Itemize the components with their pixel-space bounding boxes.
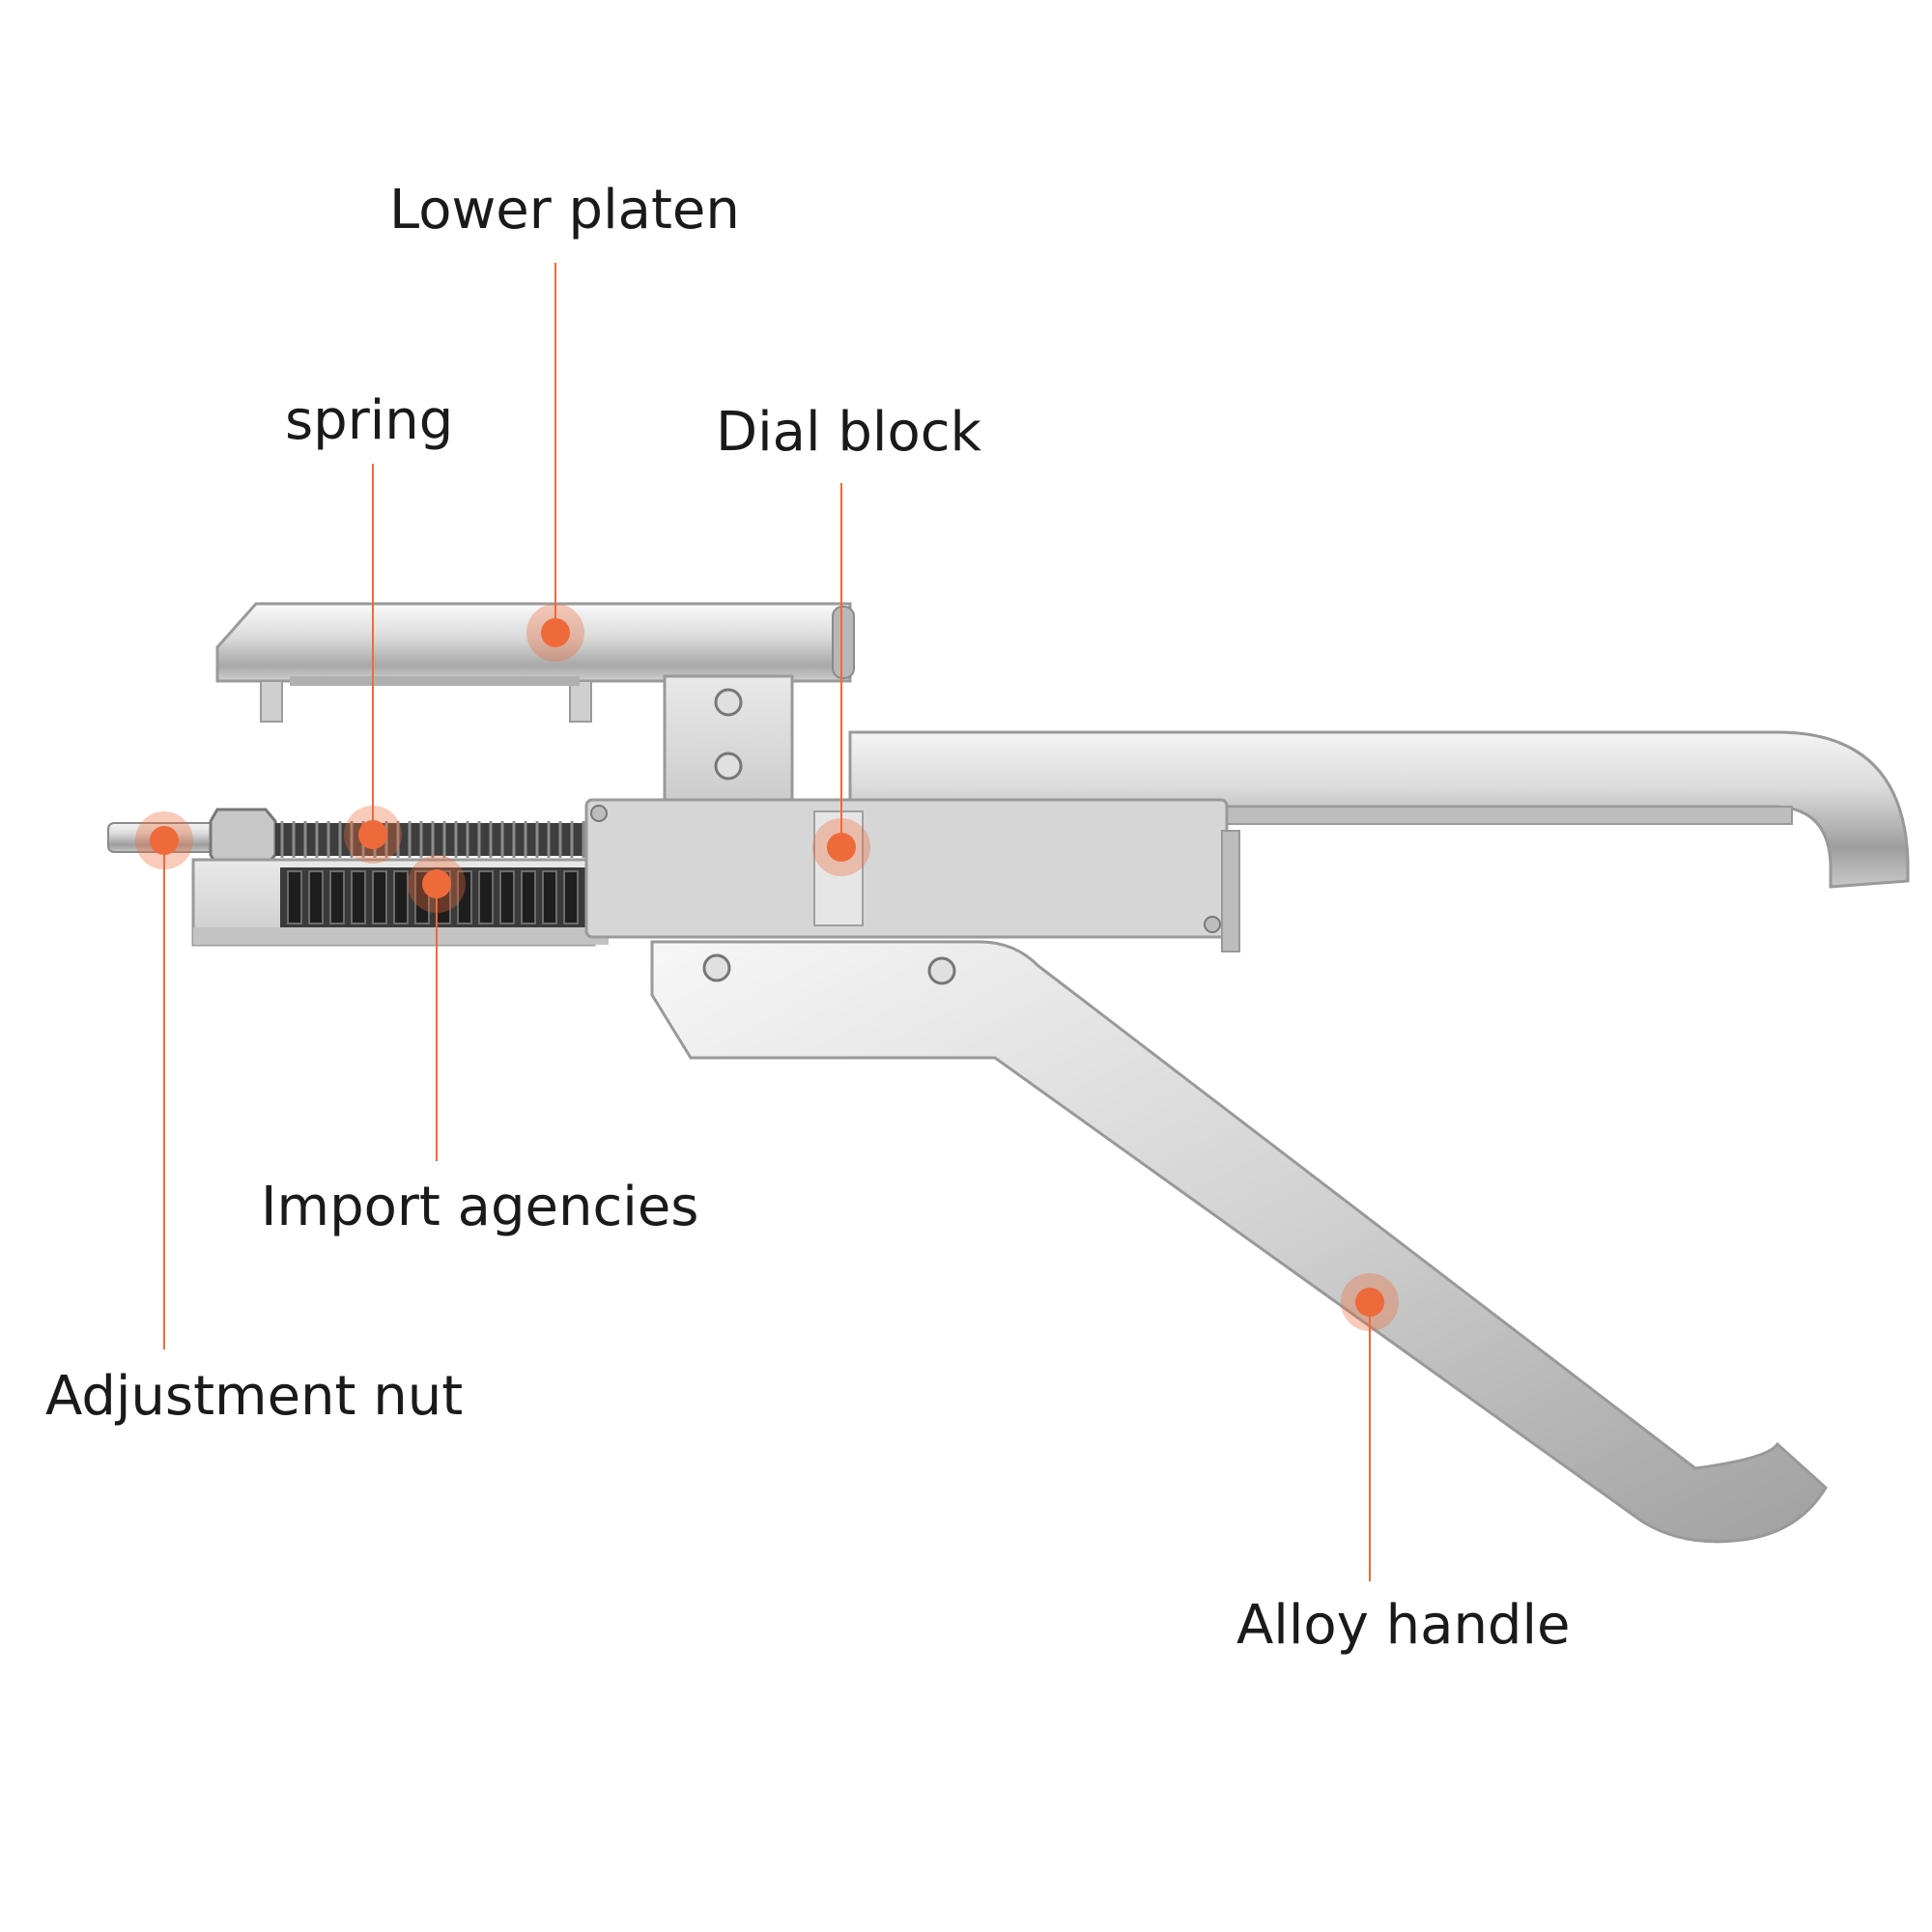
- alloy-handle-part: [650, 940, 1828, 1544]
- callout-markers: [135, 604, 1399, 1331]
- label-spring: spring: [285, 389, 454, 452]
- marker-lower-platen: [526, 604, 584, 662]
- import-agencies-part: [191, 858, 609, 947]
- label-dial-block: Dial block: [716, 401, 981, 464]
- screw-icon: [1204, 916, 1221, 933]
- label-import-agencies: Import agencies: [261, 1176, 699, 1238]
- callout-lines: [163, 263, 1371, 1581]
- marker-alloy-handle: [1341, 1273, 1399, 1331]
- screw-icon: [714, 752, 743, 781]
- label-adjustment-nut: Adjustment nut: [45, 1365, 464, 1428]
- screw-icon: [714, 688, 743, 717]
- marker-spring: [344, 806, 402, 864]
- marker-dial-block: [812, 818, 870, 876]
- spring-part: [275, 821, 594, 858]
- screw-icon: [927, 956, 956, 985]
- screw-icon: [590, 805, 608, 822]
- marker-adjustment-nut: [135, 811, 193, 869]
- connector-bracket: [663, 674, 794, 809]
- label-alloy-handle: Alloy handle: [1236, 1594, 1571, 1657]
- screw-icon: [702, 953, 731, 982]
- upper-handle: [848, 730, 1910, 889]
- pliers-illustration: [107, 602, 1910, 1544]
- marker-import-agencies: [408, 855, 466, 913]
- label-lower-platen: Lower platen: [389, 179, 740, 242]
- lower-platen-part: [215, 602, 855, 723]
- main-body-block: [584, 798, 1240, 952]
